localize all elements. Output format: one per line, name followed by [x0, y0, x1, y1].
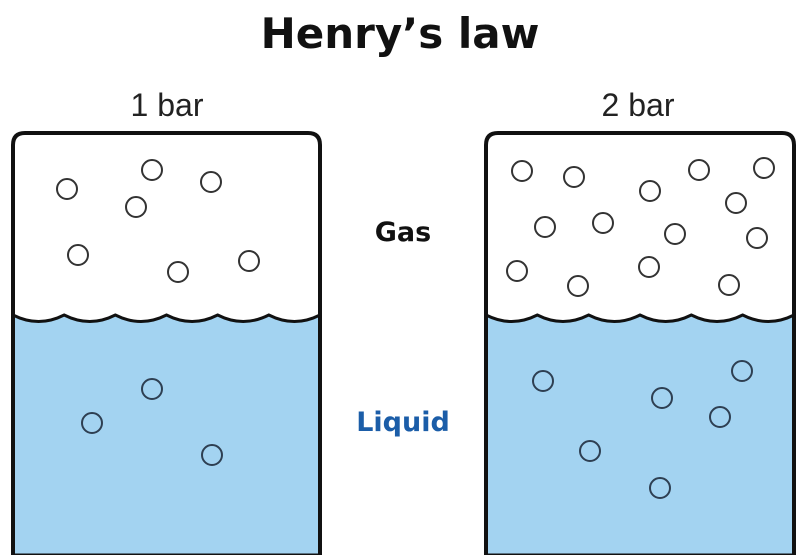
gas-molecule — [563, 166, 585, 188]
pressure-label-low: 1 bar — [131, 87, 204, 123]
dissolved-molecule — [201, 444, 223, 466]
container-outline-low — [11, 131, 322, 555]
dissolved-molecule — [709, 406, 731, 428]
gas-label: Gas — [375, 217, 431, 248]
diagram-title: Henry’s law — [261, 9, 540, 58]
dissolved-molecule — [81, 412, 103, 434]
gas-molecule — [67, 244, 89, 266]
gas-molecule — [753, 157, 775, 179]
dissolved-molecule — [651, 387, 673, 409]
dissolved-molecules-high — [532, 360, 753, 499]
dissolved-molecule — [532, 370, 554, 392]
gas-molecule — [718, 274, 740, 296]
gas-molecule — [141, 159, 163, 181]
gas-molecule — [200, 171, 222, 193]
gas-molecule — [167, 261, 189, 283]
gas-molecules-high — [506, 157, 775, 297]
container-low-pressure: 1 bar — [11, 87, 322, 555]
liquid-low — [11, 312, 322, 555]
gas-molecule — [638, 256, 660, 278]
container-high-pressure: 2 bar — [484, 87, 796, 555]
pressure-label-high: 2 bar — [602, 87, 675, 123]
dissolved-molecule — [731, 360, 753, 382]
gas-molecule — [125, 196, 147, 218]
gas-molecule — [506, 260, 528, 282]
container-outline-high — [484, 131, 796, 555]
gas-molecule — [725, 192, 747, 214]
gas-molecule — [639, 180, 661, 202]
dissolved-molecule — [579, 440, 601, 462]
dissolved-molecule — [141, 378, 163, 400]
gas-molecule — [238, 250, 260, 272]
liquid-high — [484, 312, 796, 555]
liquid-label: Liquid — [356, 407, 450, 438]
gas-molecule — [567, 275, 589, 297]
gas-molecule — [534, 216, 556, 238]
gas-molecule — [746, 227, 768, 249]
gas-molecule — [592, 212, 614, 234]
gas-molecule — [664, 223, 686, 245]
dissolved-molecules-low — [81, 378, 223, 466]
gas-molecule — [511, 160, 533, 182]
gas-molecule — [56, 178, 78, 200]
dissolved-molecule — [649, 477, 671, 499]
gas-molecule — [688, 159, 710, 181]
gas-molecules-low — [56, 159, 260, 283]
